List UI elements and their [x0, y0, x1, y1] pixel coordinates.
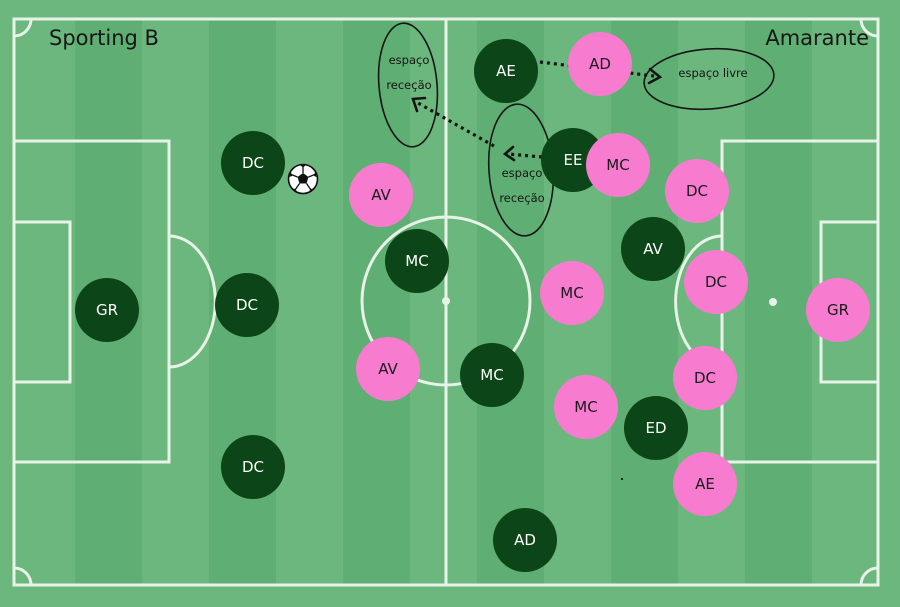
- player-away-mc-top: MC: [586, 133, 650, 197]
- player-away-dc-mid: DC: [684, 250, 748, 314]
- player-away-mc-bottom: MC: [554, 375, 618, 439]
- player-away-mc-mid: MC: [540, 261, 604, 325]
- player-home-dc-bottom: DC: [221, 435, 285, 499]
- annotation-espaco-rececao-middle: espaço receção: [491, 161, 553, 211]
- player-home-ad: AD: [493, 508, 557, 572]
- team-name-home: Sporting B: [49, 26, 159, 50]
- player-away-av-bottom: AV: [356, 337, 420, 401]
- team-name-away: Amarante: [765, 26, 869, 50]
- annotation-espaco-rececao-top: espaço receção: [378, 48, 440, 98]
- player-away-gr: GR: [806, 278, 870, 342]
- player-home-dc-mid: DC: [215, 273, 279, 337]
- player-away-av-top: AV: [349, 163, 413, 227]
- player-away-dc-top: DC: [665, 159, 729, 223]
- player-away-ad: AD: [568, 32, 632, 96]
- annotation-line: receção: [499, 191, 545, 205]
- player-home-mc-bottom: MC: [460, 343, 524, 407]
- player-away-dc-bottom: DC: [673, 346, 737, 410]
- player-home-mc-top: MC: [385, 229, 449, 293]
- soccer-ball-icon: [287, 163, 319, 195]
- annotation-line: receção: [386, 78, 432, 92]
- player-home-ed: ED: [624, 396, 688, 460]
- annotation-line: espaço: [388, 53, 430, 67]
- player-home-dc-top: DC: [221, 131, 285, 195]
- player-home-ae: AE: [474, 39, 538, 103]
- annotation-line: espaço: [501, 166, 543, 180]
- player-away-ae: AE: [673, 452, 737, 516]
- player-home-av: AV: [621, 217, 685, 281]
- player-home-gr: GR: [75, 278, 139, 342]
- annotation-espaco-livre: espaço livre: [678, 66, 748, 80]
